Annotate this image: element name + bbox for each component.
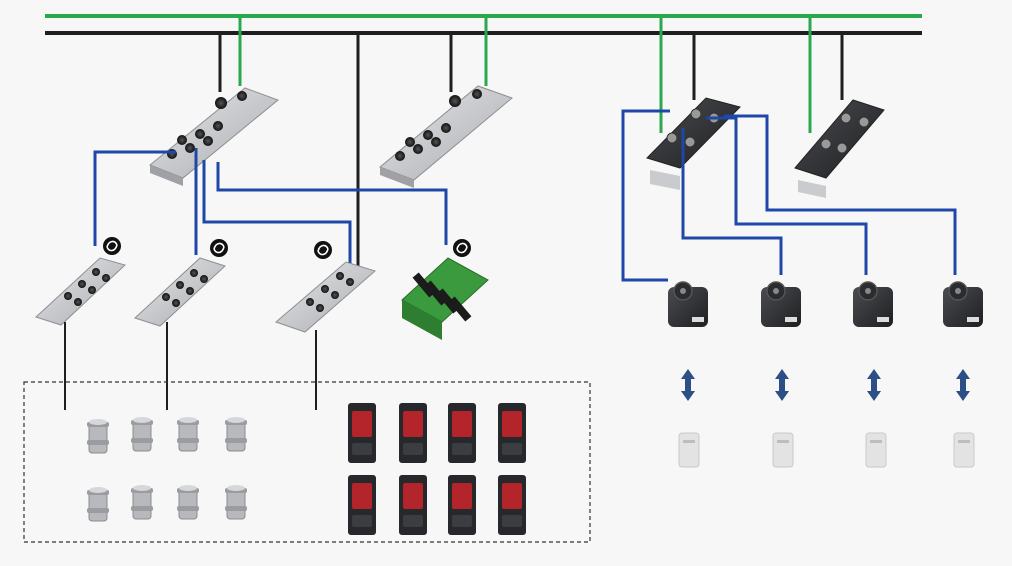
rfid-read-head <box>760 281 802 328</box>
io-link-hub-2 <box>134 257 226 327</box>
inductive-sensor <box>176 484 200 520</box>
optical-sensors <box>348 403 526 535</box>
io-link-master-module-left <box>149 87 279 186</box>
io-link-wires-left <box>93 148 448 266</box>
inductive-sensor <box>86 486 110 522</box>
sensor-area-box <box>23 381 591 543</box>
rfid-read-head <box>852 281 894 328</box>
optical-sensor <box>498 403 526 463</box>
inductive-sensor <box>130 416 154 452</box>
rfid-tag <box>772 432 794 468</box>
read-write-arrows <box>681 369 970 401</box>
terminal-block-module <box>401 257 489 340</box>
io-link-master-module-middle <box>379 85 513 188</box>
io-link-icon <box>313 240 333 260</box>
optical-sensor <box>348 475 376 535</box>
rfid-tags <box>678 432 975 468</box>
optical-sensor <box>448 475 476 535</box>
double-arrow-icon <box>775 369 789 401</box>
rfid-read-heads <box>667 281 984 328</box>
io-link-hub-1 <box>35 257 126 326</box>
io-link-master-module-dark-1 <box>646 97 741 190</box>
io-link-icon <box>209 238 229 258</box>
optical-sensor <box>348 403 376 463</box>
rfid-read-head <box>667 281 709 328</box>
rfid-tag <box>865 432 887 468</box>
io-link-hub-3 <box>275 261 377 333</box>
io-link-icon <box>102 236 122 256</box>
bus-drops <box>218 16 844 268</box>
optical-sensor <box>399 403 427 463</box>
inductive-sensor <box>224 416 248 452</box>
sensor-feed-lines <box>64 322 317 410</box>
double-arrow-icon <box>681 369 695 401</box>
optical-sensor <box>498 475 526 535</box>
rfid-read-head <box>942 281 984 328</box>
double-arrow-icon <box>956 369 970 401</box>
io-link-icon <box>452 238 472 258</box>
io-link-master-module-dark-2 <box>794 99 885 198</box>
rfid-tag <box>678 432 700 468</box>
optical-sensor <box>399 475 427 535</box>
double-arrow-icon <box>867 369 881 401</box>
rfid-tag <box>953 432 975 468</box>
inductive-sensor <box>176 416 200 452</box>
inductive-sensor <box>130 484 154 520</box>
inductive-sensor <box>86 418 110 454</box>
inductive-sensor <box>224 484 248 520</box>
inductive-sensors <box>86 416 248 522</box>
optical-sensor <box>448 403 476 463</box>
io-link-wires-right <box>621 109 957 282</box>
